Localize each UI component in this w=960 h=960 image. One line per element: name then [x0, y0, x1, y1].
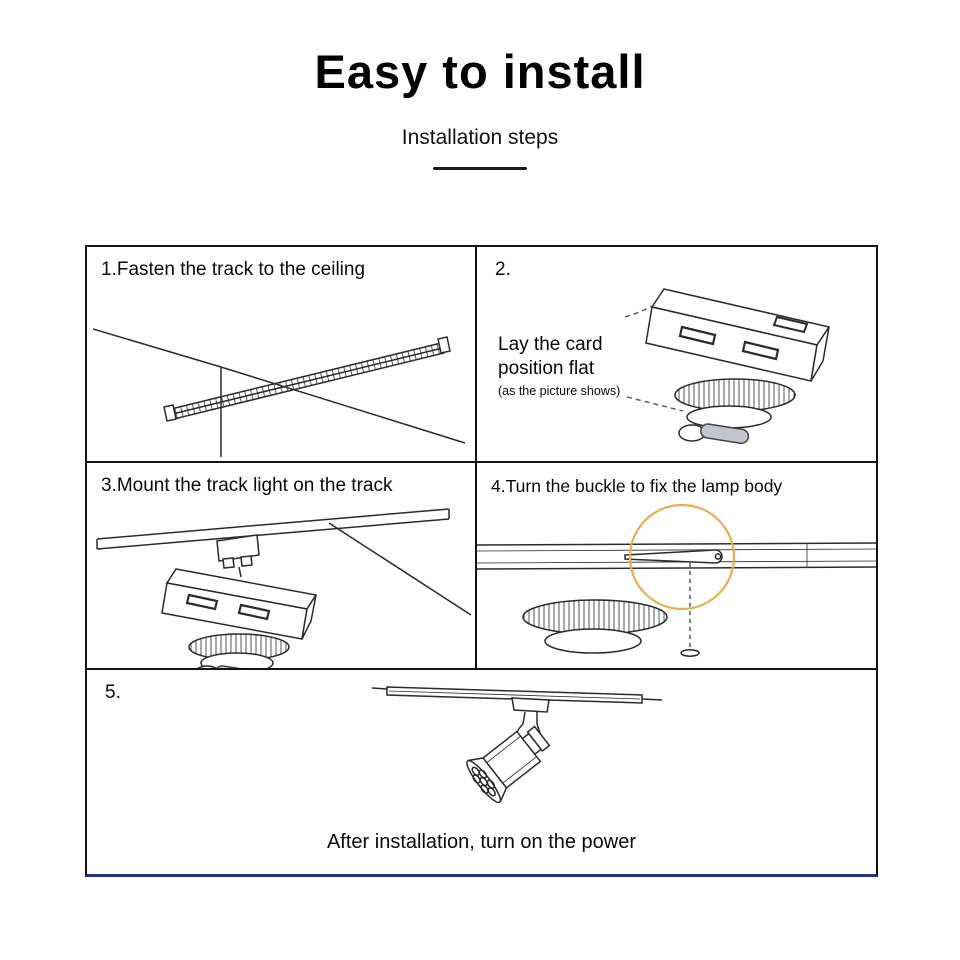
installed-spotlight-illustration [371, 686, 663, 804]
step-4-panel: 4.Turn the buckle to fix the lamp body [477, 463, 876, 670]
page-subtitle: Installation steps [401, 126, 559, 149]
subtitle-divider [433, 167, 527, 170]
step-1-label: 1.Fasten the track to the ceiling [101, 259, 366, 280]
step-2-note-line3: (as the picture shows) [498, 383, 621, 398]
step-5-number: 5. [105, 682, 121, 703]
step-1-panel: 1.Fasten the track to the ceiling [87, 247, 477, 463]
step-2-number: 2. [495, 259, 511, 280]
adapter-card-illustration [624, 288, 831, 445]
highlight-circle [628, 503, 736, 611]
step-2-note: Lay the card position flat (as the pictu… [498, 333, 663, 399]
step-2-note-line1: Lay the card [498, 334, 603, 355]
step-5-panel: 5. [87, 670, 876, 874]
page-title: Easy to install [314, 45, 646, 98]
ceiling-track-illustration [93, 328, 466, 457]
step-5-caption: After installation, turn on the power [326, 831, 637, 853]
step-3-label: 3.Mount the track light on the track [101, 475, 393, 496]
buckle-lock-illustration [477, 503, 876, 657]
step-2-note-line2: position flat [498, 357, 595, 379]
steps-grid: 1.Fasten the track to the ceiling [85, 245, 878, 877]
step-4-label: 4.Turn the buckle to fix the lamp body [491, 476, 783, 496]
mount-track-light-illustration [96, 508, 472, 668]
step-2-panel: 2. Lay the card position flat (as the pi… [477, 247, 876, 463]
step-3-panel: 3.Mount the track light on the track [87, 463, 477, 670]
